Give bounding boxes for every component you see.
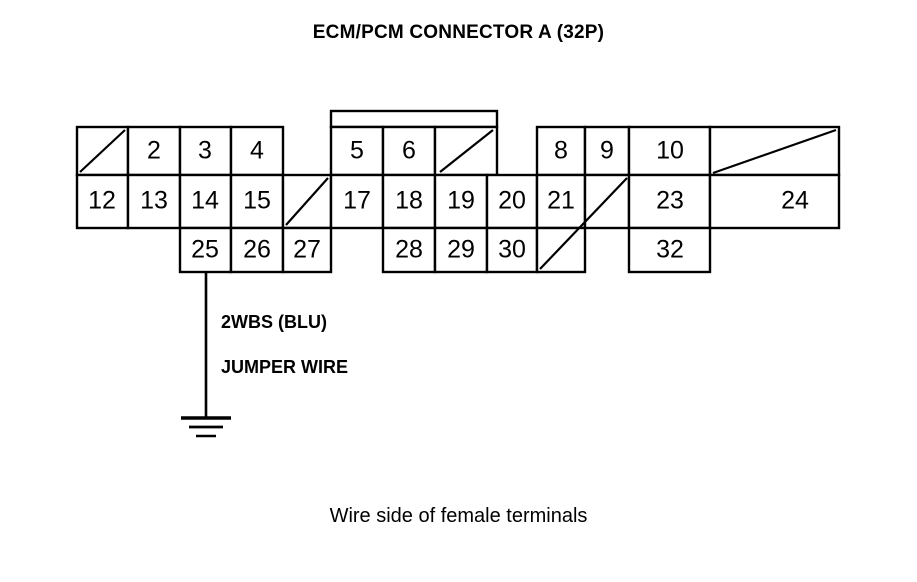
svg-text:8: 8 — [554, 137, 568, 165]
terminal-cell-p19: 19 — [433, 173, 489, 230]
svg-text:2: 2 — [147, 137, 161, 165]
terminal-cell-p7 — [433, 125, 499, 177]
svg-text:12: 12 — [88, 187, 116, 215]
terminal-cell-p14: 14 — [178, 173, 233, 230]
terminal-cell-p4: 4 — [229, 125, 285, 177]
terminal-cell-p21: 21 — [535, 173, 587, 230]
terminal-cell-p18: 18 — [381, 173, 437, 230]
svg-text:10: 10 — [656, 137, 684, 165]
svg-text:13: 13 — [140, 187, 168, 215]
wire-label-type: JUMPER WIRE — [221, 357, 349, 377]
terminal-cell-p30: 30 — [485, 226, 539, 274]
svg-text:24: 24 — [781, 187, 809, 215]
terminal-cell-p2: 2 — [126, 125, 182, 177]
svg-text:20: 20 — [498, 187, 526, 215]
svg-text:23: 23 — [656, 187, 684, 215]
svg-text:17: 17 — [343, 187, 371, 215]
svg-text:18: 18 — [395, 187, 423, 215]
terminal-cell-p27: 27 — [281, 226, 333, 274]
terminal-cell-p10: 10 — [627, 125, 712, 177]
blank-cell-diagonal-long — [539, 177, 628, 270]
svg-text:30: 30 — [498, 236, 526, 264]
terminal-cell-p6: 6 — [381, 125, 437, 177]
svg-text:32: 32 — [656, 236, 684, 264]
terminal-cell-p8: 8 — [535, 125, 587, 177]
svg-text:19: 19 — [447, 187, 475, 215]
svg-text:3: 3 — [198, 137, 212, 165]
page-title: ECM/PCM CONNECTOR A (32P) — [312, 22, 605, 43]
svg-text:4: 4 — [250, 137, 264, 165]
terminal-cell-p32: 32 — [627, 226, 712, 274]
svg-text:14: 14 — [191, 187, 219, 215]
ground-symbol — [181, 416, 231, 438]
terminal-cell-p29: 29 — [433, 226, 489, 274]
terminal-cell-p20: 20 — [485, 173, 539, 230]
terminal-cell-p26: 26 — [229, 226, 285, 274]
terminal-cell-p17: 17 — [329, 173, 385, 230]
terminal-cell-p16 — [281, 173, 333, 230]
svg-text:9: 9 — [600, 137, 614, 165]
terminal-cell-p28: 28 — [381, 226, 437, 274]
terminal-cell-p1 — [75, 125, 130, 177]
terminal-cell-p9: 9 — [583, 125, 631, 177]
wire-label-color: 2WBS (BLU) — [221, 312, 327, 332]
svg-text:5: 5 — [350, 137, 364, 165]
figure-caption: Wire side of female terminals — [329, 505, 588, 527]
terminal-cell-p25: 25 — [178, 226, 233, 274]
terminal-cell-p11 — [708, 125, 841, 177]
terminal-cell-p12: 12 — [75, 173, 130, 230]
svg-text:25: 25 — [191, 236, 219, 264]
svg-text:29: 29 — [447, 236, 475, 264]
terminal-cell-p24: 24 — [708, 173, 841, 230]
terminal-cell-p13: 13 — [126, 173, 182, 230]
terminal-cell-p23: 23 — [627, 173, 712, 230]
svg-text:28: 28 — [395, 236, 423, 264]
svg-text:26: 26 — [243, 236, 271, 264]
terminal-cell-p15: 15 — [229, 173, 285, 230]
terminal-cell-p3: 3 — [178, 125, 233, 177]
connector-keying-tab — [329, 109, 499, 129]
svg-text:6: 6 — [402, 137, 416, 165]
svg-text:27: 27 — [293, 236, 321, 264]
terminal-cell-p5: 5 — [329, 125, 385, 177]
svg-text:21: 21 — [547, 187, 575, 215]
svg-text:15: 15 — [243, 187, 271, 215]
